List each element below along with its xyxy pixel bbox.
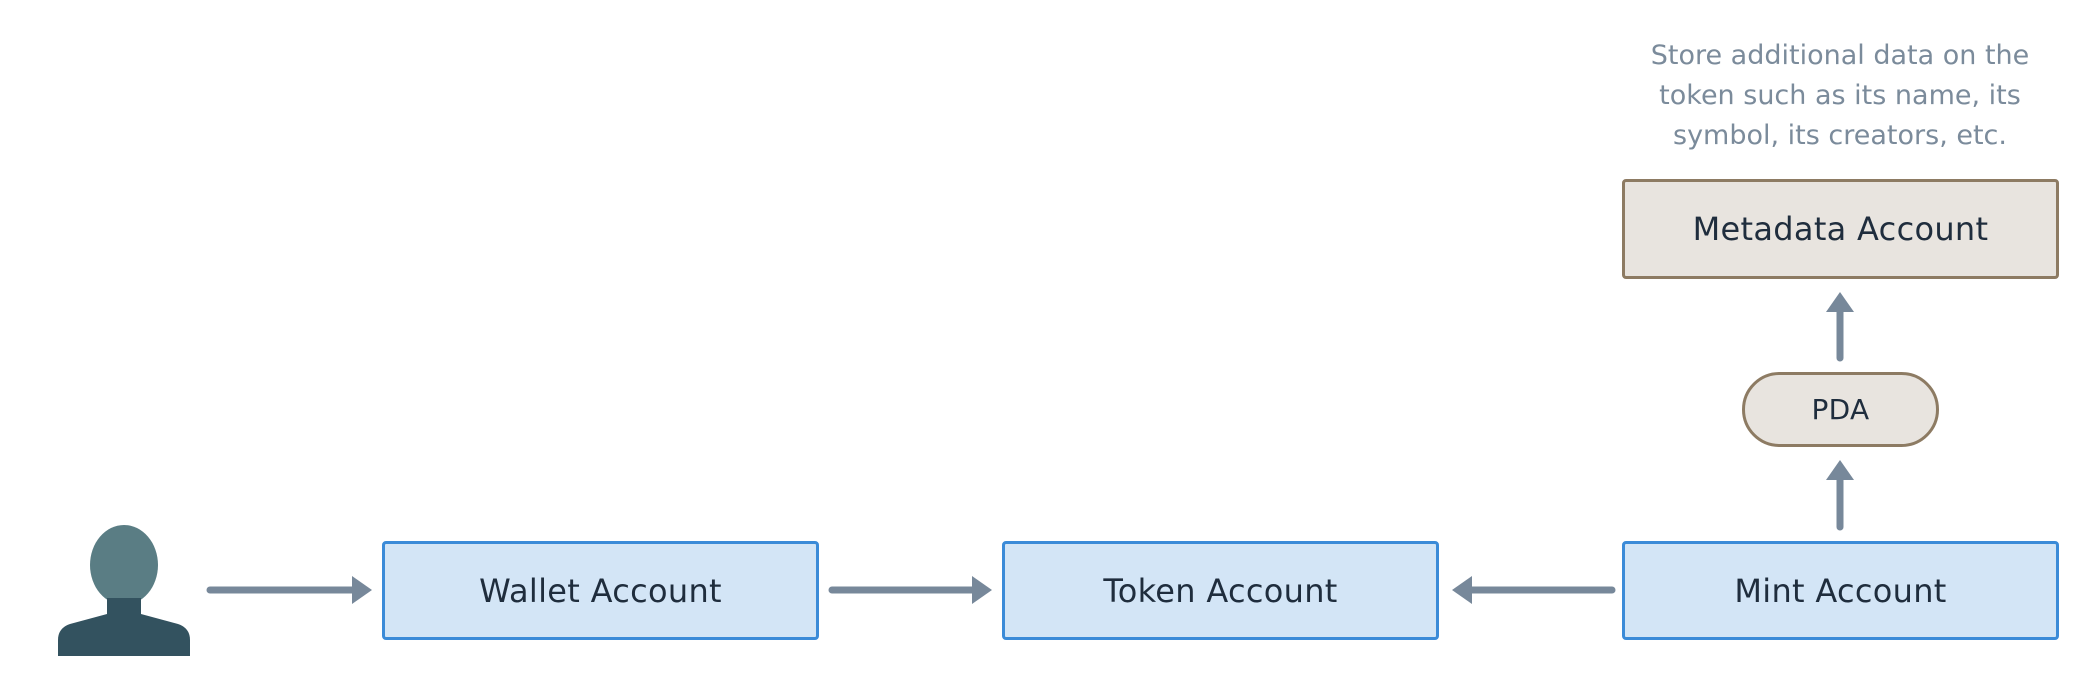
token-account-node: Token Account [1002,541,1439,640]
arrow-mint-to-pda [1826,460,1854,531]
arrow-wallet-to-token [828,576,992,604]
user-icon [58,525,190,656]
metadata-note: Store additional data on the token such … [1580,36,2100,156]
arrow-user-to-wallet [206,576,372,604]
mint-account-label: Mint Account [1734,571,1947,610]
wallet-account-label: Wallet Account [479,571,722,610]
pda-label: PDA [1811,393,1870,426]
metadata-account-label: Metadata Account [1692,210,1989,248]
arrow-pda-to-metadata [1826,292,1854,362]
metadata-account-node: Metadata Account [1622,179,2059,279]
arrow-mint-to-token [1452,576,1616,604]
metadata-note-line-1: Store additional data on the [1650,40,2030,71]
mint-account-node: Mint Account [1622,541,2059,640]
metadata-note-line-2: token such as its name, its [1659,80,2021,111]
pda-node: PDA [1742,372,1939,447]
metadata-note-line-3: symbol, its creators, etc. [1673,120,2007,151]
token-account-label: Token Account [1103,571,1338,610]
wallet-account-node: Wallet Account [382,541,819,640]
